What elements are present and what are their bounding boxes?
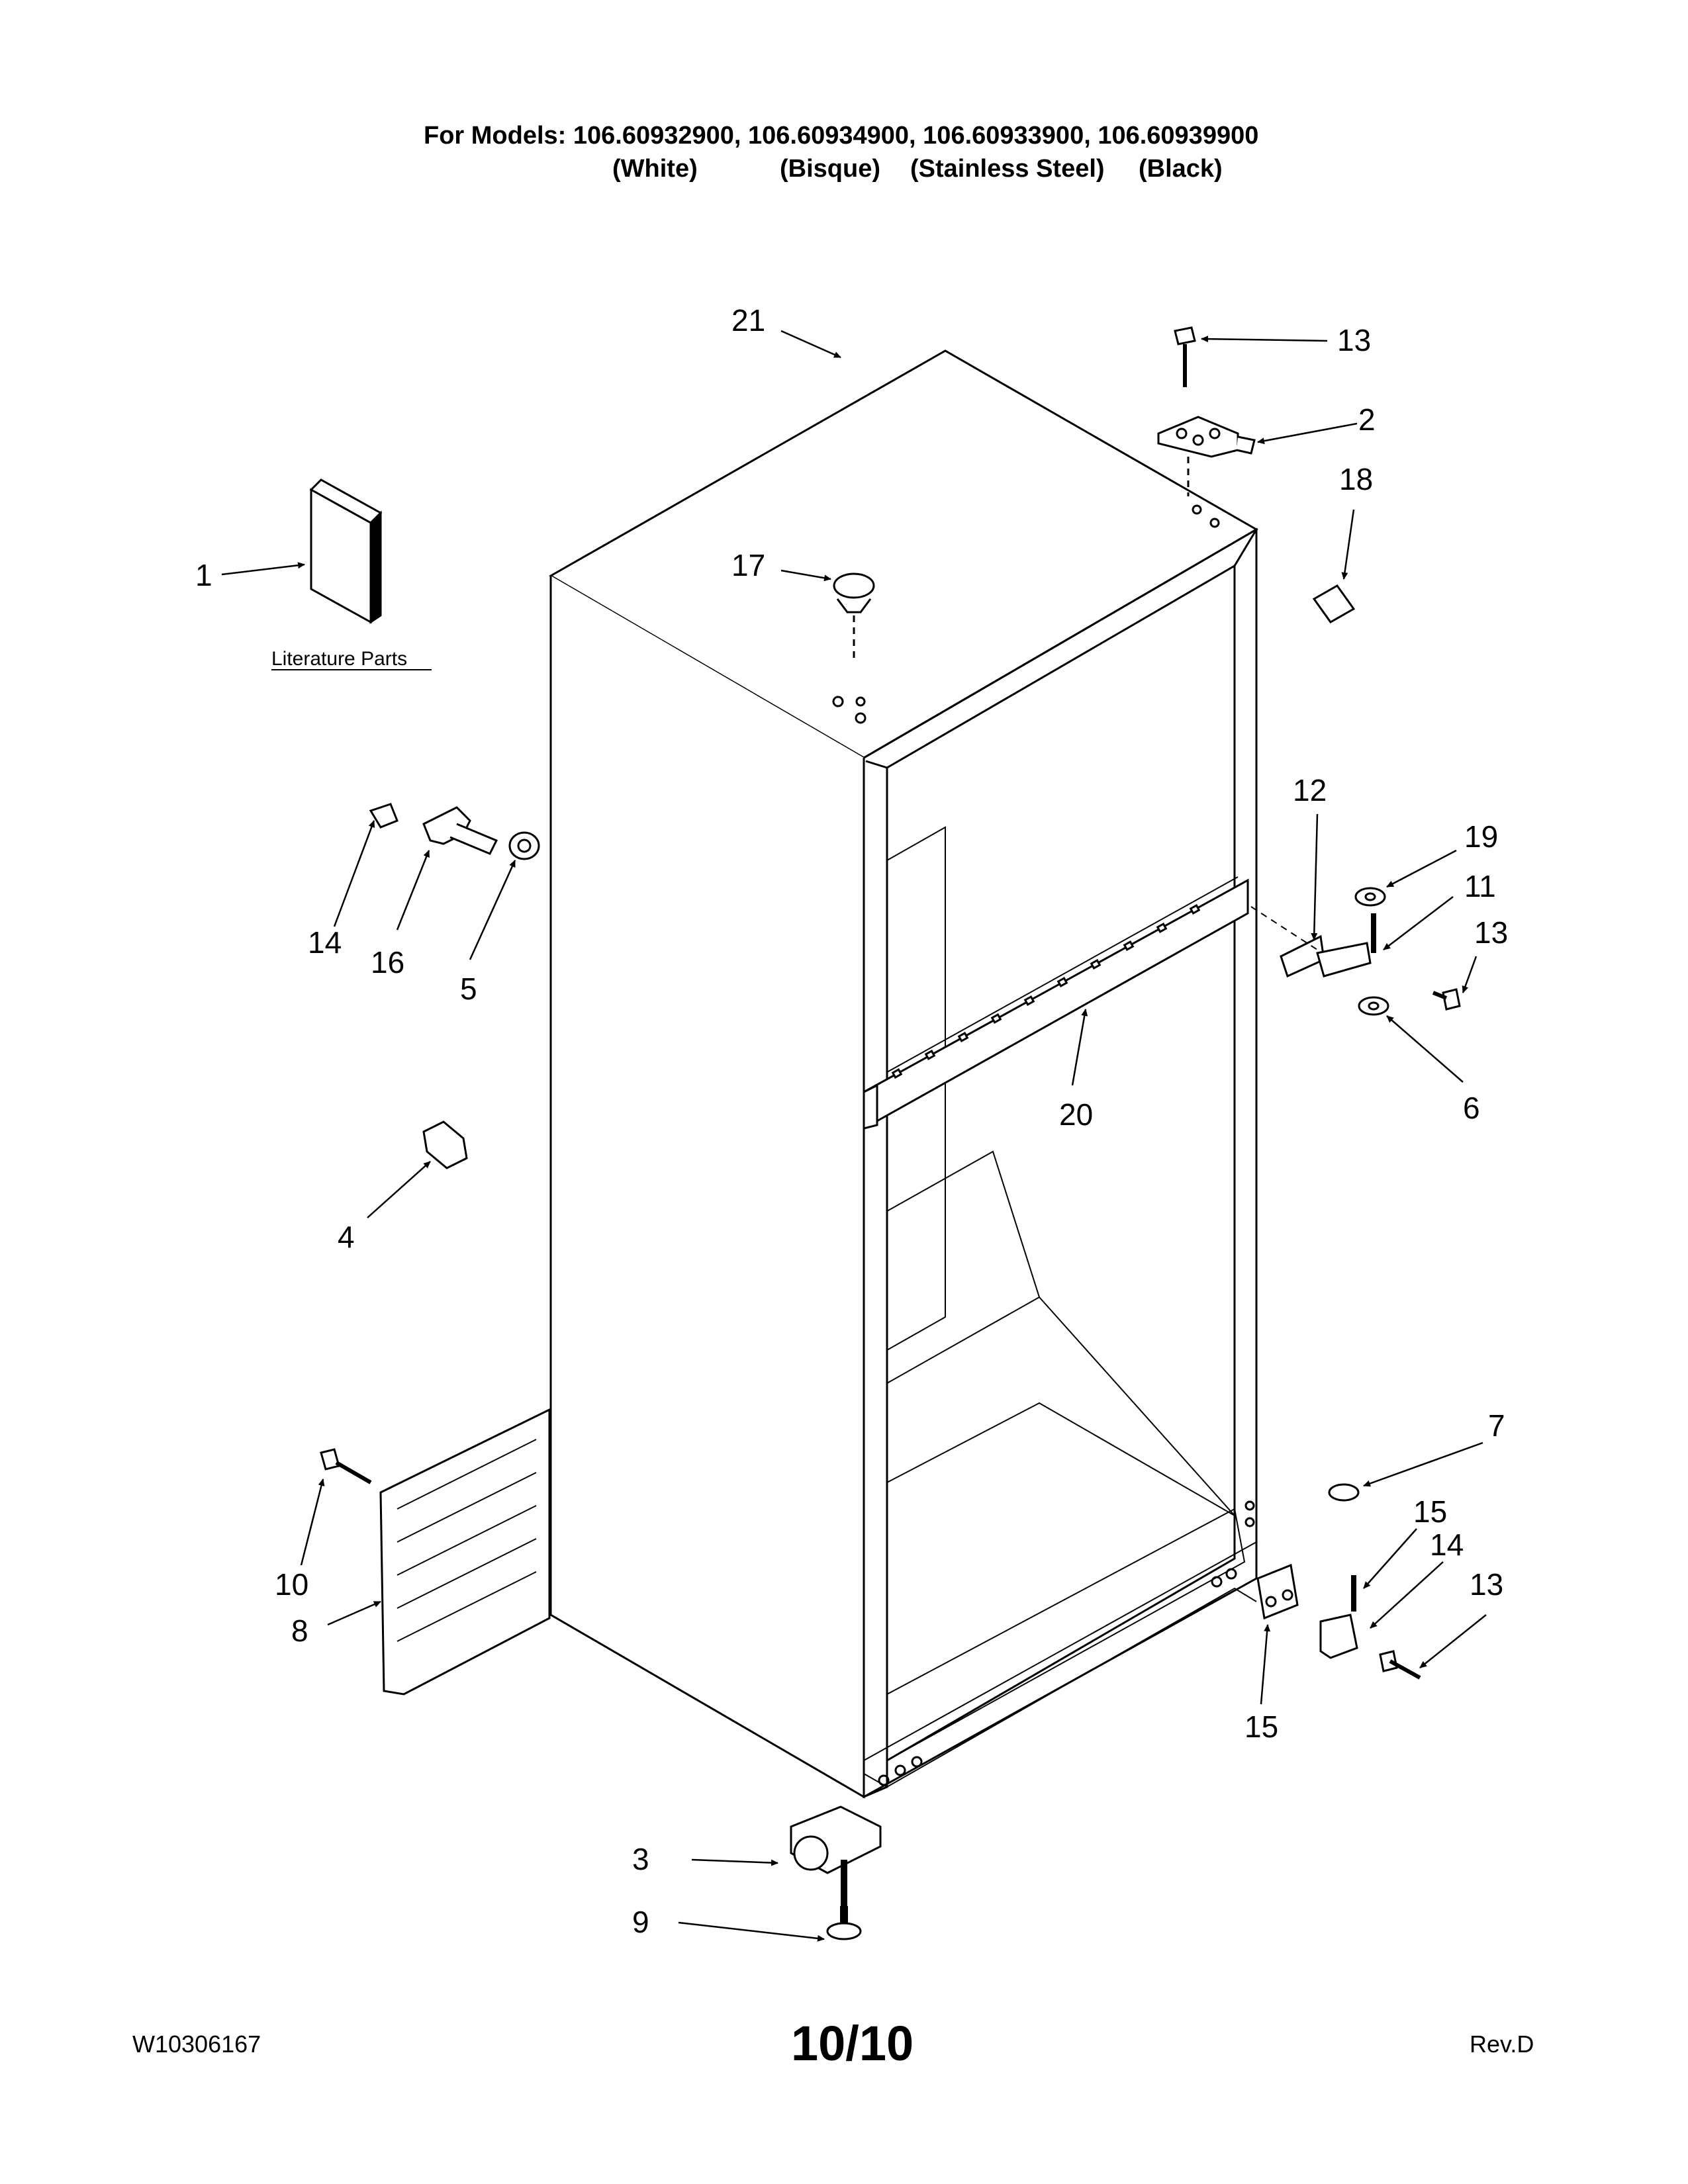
part-lower-hinge-bracket — [1256, 1483, 1360, 1659]
part-middle-hinge-screw — [1432, 988, 1461, 1011]
callout-13-top: 13 — [1337, 323, 1371, 357]
callout-22: 20 — [1059, 1097, 1093, 1132]
part-handle-mount — [369, 803, 540, 860]
callout-21: 19 — [1464, 819, 1498, 854]
callout-9: 9 — [632, 1905, 649, 1939]
part-middle-hinge — [1250, 887, 1389, 1016]
callout-8: 8 — [291, 1614, 308, 1648]
callout-20: 18 — [1339, 462, 1373, 496]
callout-labels: 21 13 2 18 1 17 12 19 11 13 14 16 5 20 6… — [195, 303, 1508, 1939]
refrigerator-cabinet — [548, 349, 1258, 1799]
part-hinge-cover — [1312, 584, 1356, 623]
callout-11: 11 — [1464, 869, 1496, 903]
center-rail — [863, 876, 1249, 1130]
callout-2: 2 — [1358, 402, 1376, 437]
callout-13-middle: 13 — [1474, 915, 1508, 950]
callout-19: 17 — [731, 548, 765, 582]
variant-stainless-steel: (Stainless Steel) — [910, 155, 1105, 183]
part-grille-screw — [320, 1448, 372, 1484]
revision: Rev.D — [1470, 2030, 1534, 2058]
literature-parts-label: Literature Parts — [271, 648, 407, 670]
part-access-grille — [379, 1408, 551, 1696]
part-leveling-leg — [826, 1906, 862, 1940]
callout-6: 6 — [1463, 1091, 1480, 1125]
callout-15: 15 — [1413, 1494, 1447, 1529]
variant-bisque: (Bisque) — [780, 155, 880, 183]
callout-17: 15 — [1244, 1709, 1278, 1744]
part-plug-button — [833, 572, 875, 662]
part-hinge-top — [1157, 416, 1256, 496]
callout-16: 14 — [308, 925, 342, 960]
callout-3: 3 — [632, 1842, 649, 1876]
callout-4: 4 — [338, 1220, 355, 1254]
callout-18: 16 — [371, 945, 404, 979]
literature-booklet — [309, 478, 383, 624]
variant-black: (Black) — [1139, 155, 1223, 183]
part-hinge-screw-top — [1174, 326, 1196, 387]
doc-number: W10306167 — [132, 2030, 261, 2058]
callout-14: 14 — [1430, 1527, 1464, 1562]
page-number: 10/10 — [791, 2016, 914, 2071]
part-lower-hinge-screw — [1379, 1650, 1421, 1680]
callout-10: 10 — [275, 1567, 308, 1602]
part-door-stop — [422, 1120, 468, 1169]
callout-5: 5 — [460, 972, 477, 1006]
callout-23: 21 — [731, 303, 765, 338]
models-line: For Models: 106.60932900, 106.60934900, … — [424, 122, 1259, 150]
callout-leaders — [221, 330, 1487, 1942]
part-roller-assembly — [790, 1805, 882, 1906]
callout-7: 7 — [1488, 1408, 1505, 1443]
callout-12: 12 — [1293, 773, 1327, 807]
callout-13-bottom: 13 — [1470, 1567, 1503, 1602]
variant-white: (White) — [612, 155, 698, 183]
callout-1: 1 — [195, 558, 212, 592]
